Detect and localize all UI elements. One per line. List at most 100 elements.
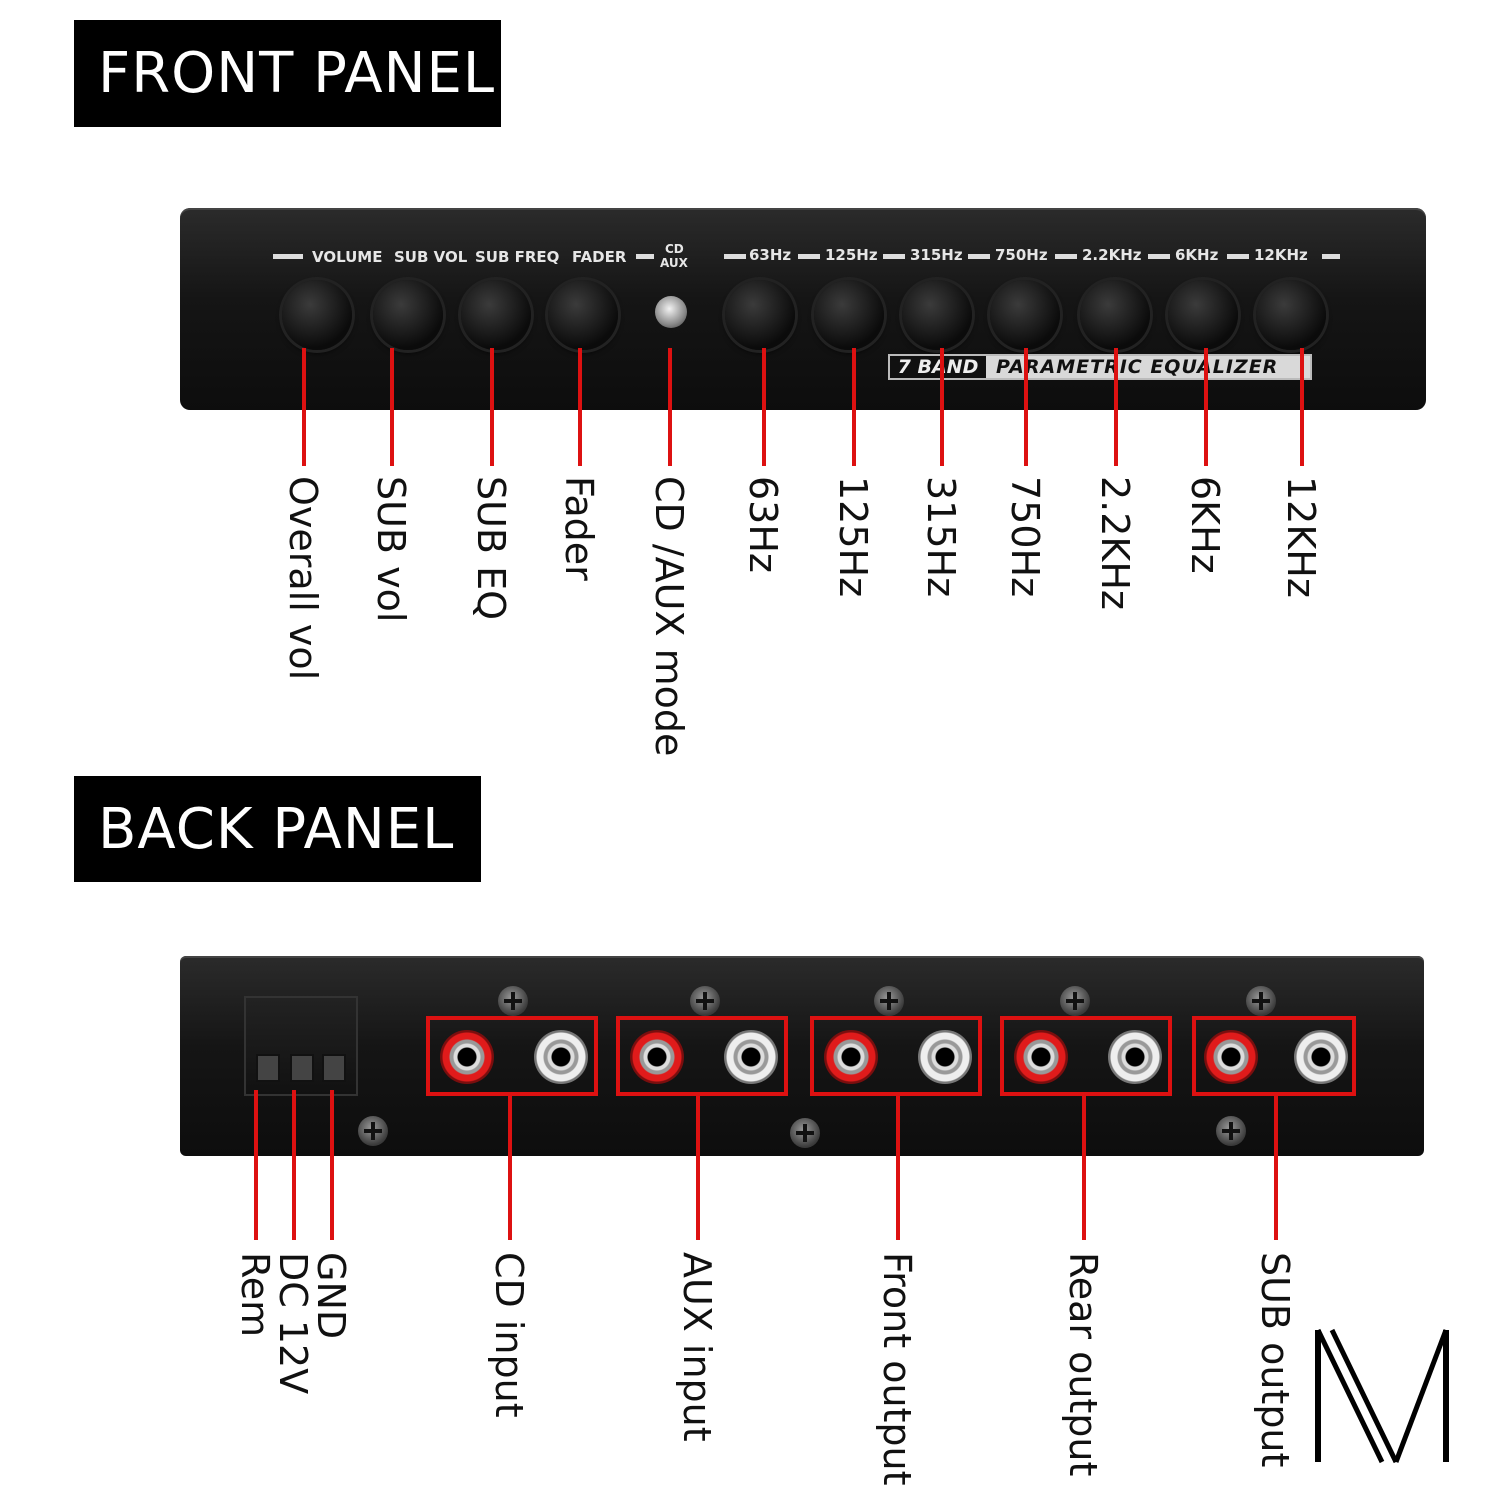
6khz-knob[interactable] — [1168, 280, 1238, 350]
sub-vol-knob[interactable] — [373, 280, 443, 350]
label-bar — [883, 254, 905, 259]
callout-line — [578, 348, 582, 466]
callout-line — [302, 348, 306, 466]
callout-line — [940, 348, 944, 466]
rca-jack-red[interactable] — [440, 1030, 494, 1084]
125hz-knob[interactable] — [814, 280, 884, 350]
power-terminal-block — [244, 996, 358, 1096]
front-panel-title: FRONT PANEL — [74, 20, 501, 127]
panel-label-sub-vol: SUB VOL — [394, 248, 468, 266]
callout-front-output: Front output — [875, 1252, 919, 1486]
terminal-slot-rem[interactable] — [256, 1054, 280, 1082]
callout-line — [292, 1090, 296, 1240]
2-2khz-knob[interactable] — [1080, 280, 1150, 350]
rca-jack-white[interactable] — [1108, 1030, 1162, 1084]
callout-line — [1274, 1094, 1278, 1240]
callout-sub-output: SUB output — [1253, 1252, 1297, 1468]
label-bar — [1055, 254, 1077, 259]
callout-line — [852, 348, 856, 466]
callout-line — [330, 1090, 334, 1240]
panel-label-6khz: 6KHz — [1175, 246, 1219, 264]
label-bar — [636, 254, 654, 259]
front-panel-device: VOLUME SUB VOL SUB FREQ FADER CD AUX 63H… — [180, 208, 1426, 410]
screw-icon — [1246, 986, 1276, 1016]
callout-6khz: 6KHz — [1183, 476, 1227, 574]
callout-sub-vol: SUB vol — [369, 476, 413, 623]
callout-cd-input: CD input — [487, 1252, 531, 1418]
panel-label-fader: FADER — [572, 248, 627, 266]
callout-125hz: 125Hz — [831, 476, 875, 598]
rca-jack-red[interactable] — [630, 1030, 684, 1084]
callout-2-2khz: 2.2KHz — [1093, 476, 1137, 610]
callout-gnd: GND — [309, 1252, 353, 1340]
callout-aux-input: AUX input — [675, 1252, 719, 1442]
screw-icon — [1060, 986, 1090, 1016]
terminal-slot-gnd[interactable] — [322, 1054, 346, 1082]
callout-line — [390, 348, 394, 466]
panel-label-315hz: 315Hz — [910, 246, 963, 264]
sub-output-jacks — [1192, 1016, 1356, 1096]
callout-line — [1024, 348, 1028, 466]
callout-line — [668, 348, 672, 466]
callout-line — [508, 1094, 512, 1240]
label-bar — [968, 254, 990, 259]
label-bar — [1322, 254, 1340, 259]
callout-line — [1114, 348, 1118, 466]
callout-750hz: 750Hz — [1003, 476, 1047, 598]
panel-label-sub-freq: SUB FREQ — [475, 248, 560, 266]
sub-freq-knob[interactable] — [461, 280, 531, 350]
panel-label-2-2khz: 2.2KHz — [1082, 246, 1142, 264]
rca-jack-white[interactable] — [1294, 1030, 1348, 1084]
cd-input-jacks — [426, 1016, 598, 1096]
fader-knob[interactable] — [548, 280, 618, 350]
label-bar — [798, 254, 820, 259]
rca-jack-red[interactable] — [824, 1030, 878, 1084]
callout-sub-eq: SUB EQ — [469, 476, 513, 621]
screw-icon — [874, 986, 904, 1016]
volume-knob[interactable] — [282, 280, 352, 350]
cd-aux-switch[interactable] — [655, 296, 687, 328]
panel-label-cd: CD — [665, 242, 684, 256]
banner-band-count: 7 BAND — [890, 356, 986, 378]
screw-icon — [498, 986, 528, 1016]
equalizer-banner: 7 BAND PARAMETRIC EQUALIZER — [888, 354, 1312, 380]
banner-title: PARAMETRIC EQUALIZER — [996, 356, 1279, 378]
rca-jack-white[interactable] — [724, 1030, 778, 1084]
rca-jack-white[interactable] — [534, 1030, 588, 1084]
rear-output-jacks — [1000, 1016, 1172, 1096]
panel-label-63hz: 63Hz — [749, 246, 792, 264]
callout-line — [254, 1090, 258, 1240]
callout-12khz: 12KHz — [1279, 476, 1323, 598]
63hz-knob[interactable] — [725, 280, 795, 350]
m-monogram-logo-icon — [1315, 1328, 1449, 1464]
12khz-knob[interactable] — [1256, 280, 1326, 350]
rca-jack-red[interactable] — [1014, 1030, 1068, 1084]
panel-label-12khz: 12KHz — [1254, 246, 1308, 264]
label-bar — [1148, 254, 1170, 259]
label-bar — [1227, 254, 1249, 259]
callout-cd-aux-mode: CD /AUX mode — [647, 476, 691, 757]
750hz-knob[interactable] — [990, 280, 1060, 350]
callout-line — [696, 1094, 700, 1240]
callout-line — [490, 348, 494, 466]
callout-63hz: 63Hz — [741, 476, 785, 573]
callout-line — [762, 348, 766, 466]
callout-line — [1204, 348, 1208, 466]
callout-line — [1082, 1094, 1086, 1240]
callout-315hz: 315Hz — [919, 476, 963, 598]
callout-line — [1300, 348, 1304, 466]
callout-fader: Fader — [557, 476, 601, 581]
panel-label-750hz: 750Hz — [995, 246, 1048, 264]
315hz-knob[interactable] — [902, 280, 972, 350]
callout-dc-12v: DC 12V — [271, 1252, 315, 1395]
terminal-slot-dc12v[interactable] — [290, 1054, 314, 1082]
screw-icon — [790, 1118, 820, 1148]
screw-icon — [690, 986, 720, 1016]
screw-icon — [358, 1116, 388, 1146]
rca-jack-white[interactable] — [918, 1030, 972, 1084]
callout-rem: Rem — [233, 1252, 277, 1338]
rca-jack-red[interactable] — [1204, 1030, 1258, 1084]
panel-label-volume: VOLUME — [312, 248, 383, 266]
panel-label-125hz: 125Hz — [825, 246, 878, 264]
panel-label-aux: AUX — [660, 256, 688, 270]
